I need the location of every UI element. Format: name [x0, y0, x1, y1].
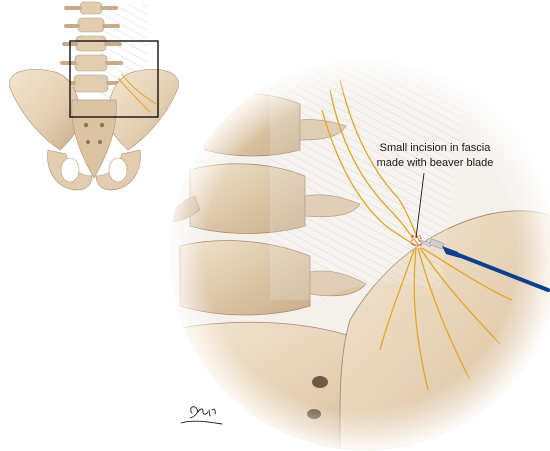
magnified-view — [170, 60, 550, 450]
callout-leader-line — [415, 172, 425, 239]
incision-callout-label: Small incision in fascia made with beave… — [360, 141, 510, 171]
callout-line-2: made with beaver blade — [376, 157, 494, 169]
overview-pelvis — [9, 1, 179, 191]
beaver-blade-icon — [417, 238, 550, 292]
callout-line-1: Small incision in fascia — [379, 142, 491, 154]
inset-frame — [69, 40, 159, 118]
artist-signature-icon — [180, 406, 223, 425]
